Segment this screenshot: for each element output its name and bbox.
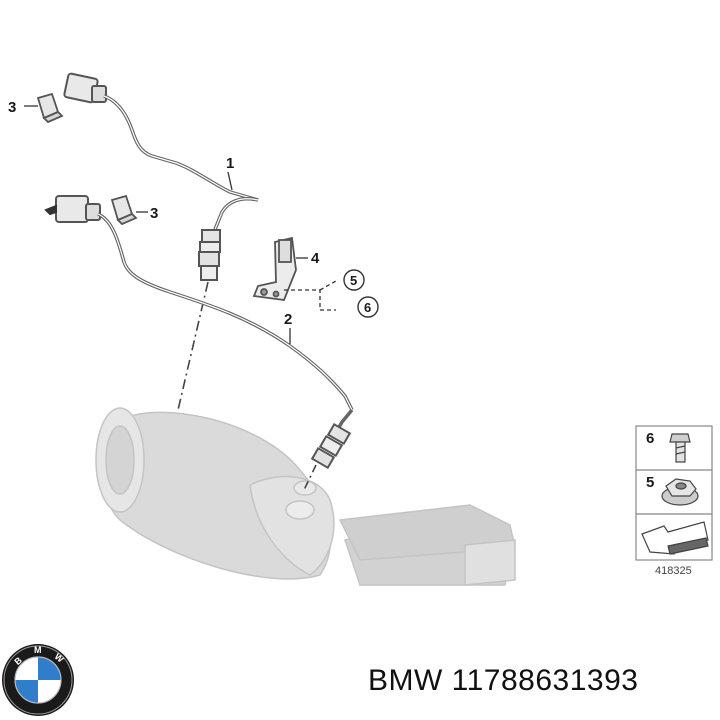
legend-label-5: 5 (646, 474, 654, 491)
clip-lower (110, 194, 138, 226)
callout-5-circle: 5 (343, 269, 365, 291)
bolt-icon (669, 433, 691, 463)
clip-upper (36, 92, 64, 124)
oxygen-sensor-upper (63, 72, 259, 281)
legend-label-6: 6 (646, 430, 654, 447)
reference-number: 418325 (655, 565, 692, 577)
nut-icon (661, 478, 699, 506)
svg-text:6: 6 (364, 300, 371, 315)
callout-4: 4 (311, 250, 320, 267)
dash-line-lower (303, 464, 317, 491)
svg-text:M: M (34, 645, 42, 655)
svg-text:B: B (12, 655, 24, 667)
callout-3-upper: 3 (8, 99, 16, 116)
fastener-legend: 6 5 (635, 425, 713, 561)
callout-1: 1 (226, 155, 234, 172)
callout-3-lower: 3 (150, 205, 158, 222)
bracket (252, 236, 297, 301)
part-number-caption: BMW 11788631393 (368, 664, 639, 697)
svg-text:5: 5 (350, 273, 357, 288)
callout-6-circle: 6 (357, 296, 379, 318)
oxygen-sensor-lower (44, 195, 354, 470)
arrow-icon (641, 521, 709, 555)
callout-2: 2 (284, 311, 292, 328)
leader-lines (24, 105, 337, 344)
catalytic-converter (95, 407, 516, 586)
bmw-logo: B M W (2, 644, 74, 716)
